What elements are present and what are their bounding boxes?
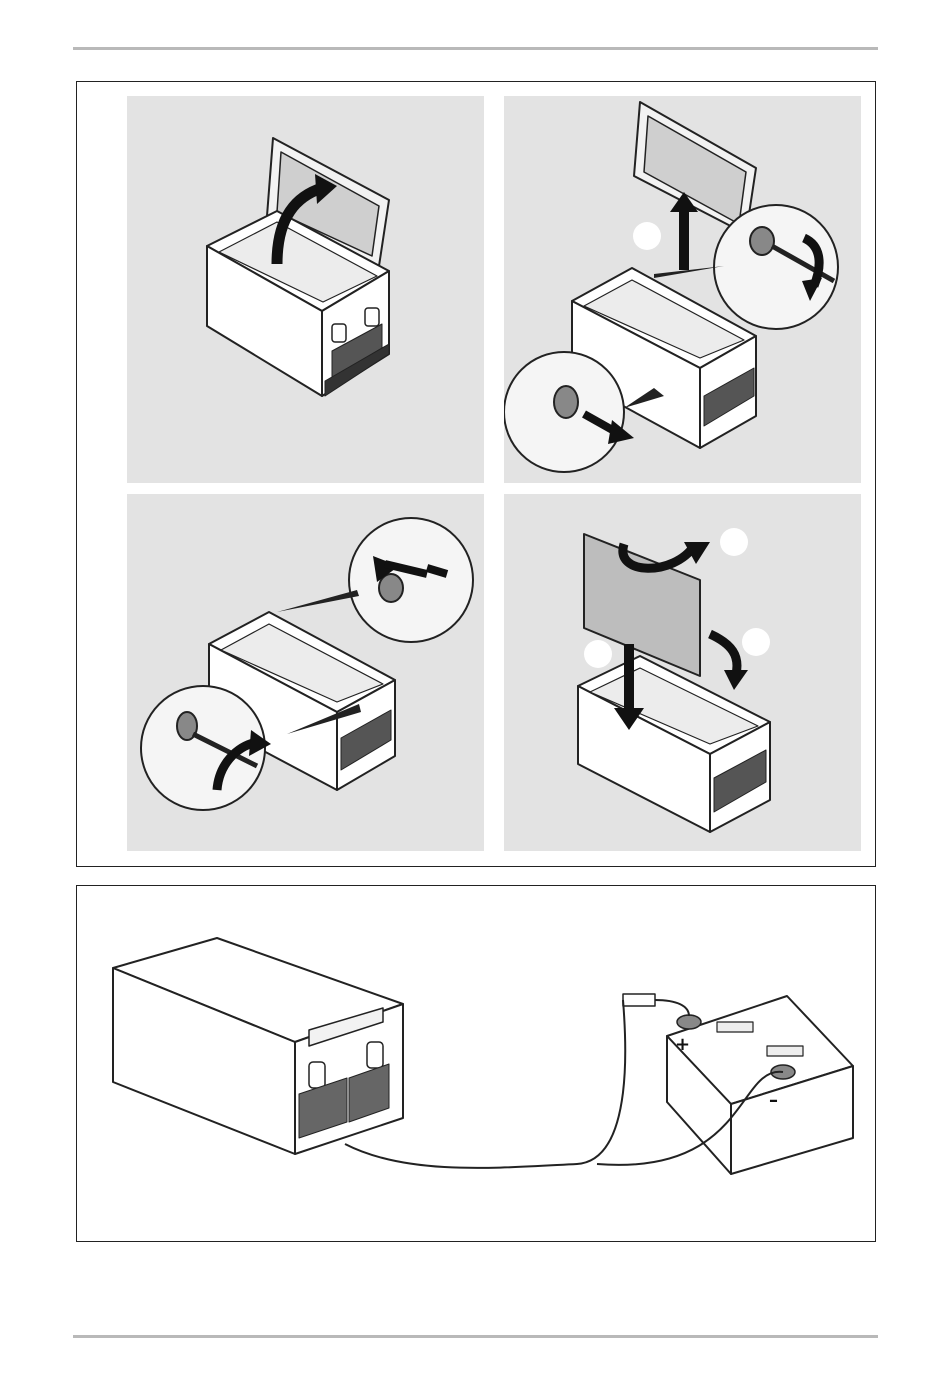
battery-connection-figure: + – bbox=[76, 885, 876, 1242]
panel-open-lid bbox=[127, 96, 484, 483]
panel-remove-lid bbox=[504, 96, 861, 483]
panel-refit-lid bbox=[504, 494, 861, 851]
panel-refit-hinges bbox=[127, 494, 484, 851]
header-rule bbox=[73, 47, 878, 50]
battery-positive-label: + bbox=[675, 1034, 690, 1055]
footer-rule bbox=[73, 1335, 878, 1338]
lid-hinge-figure bbox=[76, 81, 876, 867]
battery-negative-label: – bbox=[769, 1090, 778, 1111]
